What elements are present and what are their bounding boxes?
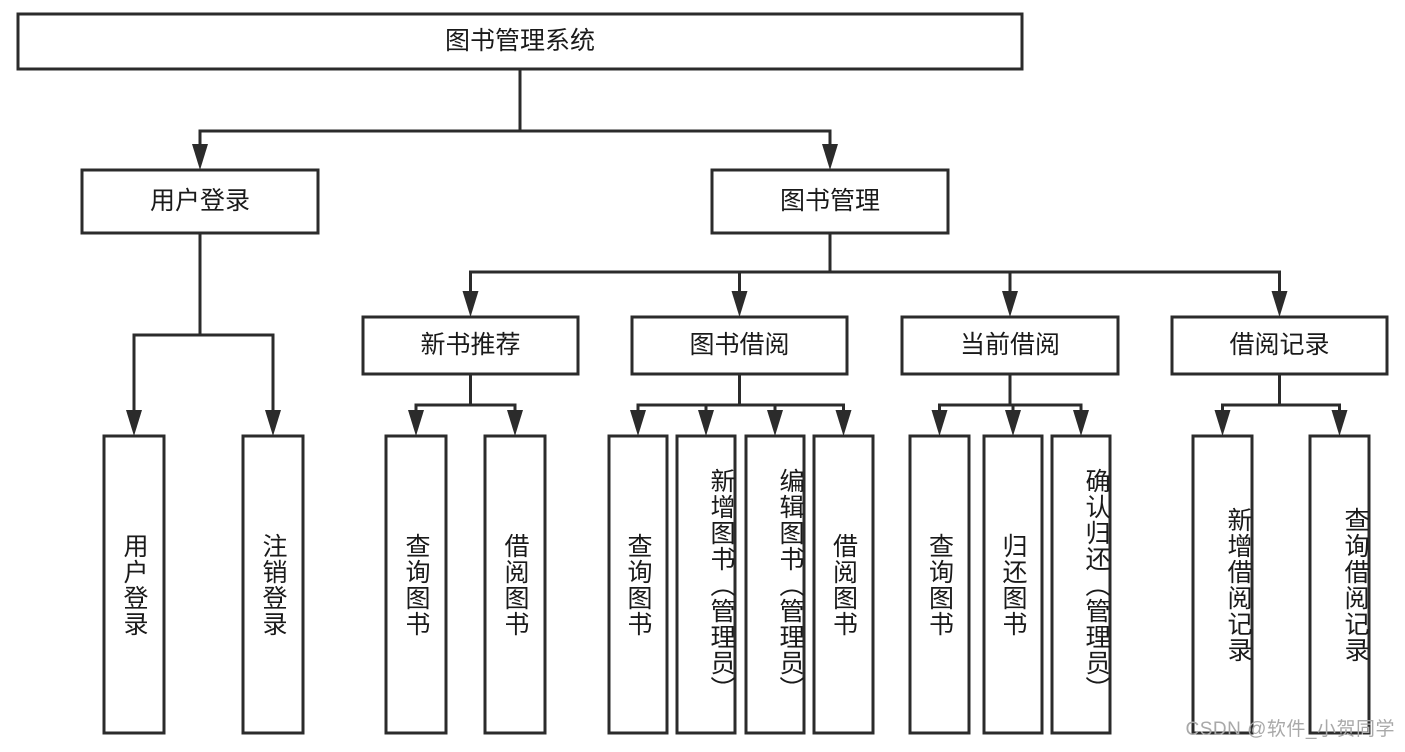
- node-box-borrow-record[interactable]: [1170, 315, 1389, 376]
- node-root[interactable]: 图书管理系统: [16, 12, 1024, 71]
- edge-arrowhead: [822, 144, 838, 170]
- edge-group-book-borrow: [630, 372, 852, 436]
- node-label-book-borrow: 图书借阅: [689, 331, 789, 359]
- edge-arrowhead: [931, 410, 948, 436]
- node-book-borrow[interactable]: 图书借阅: [630, 315, 849, 376]
- node-new-book-rec[interactable]: 新书推荐: [361, 315, 580, 376]
- node-leaf-confirm-return[interactable]: [1050, 434, 1112, 735]
- node-leaf-add-book[interactable]: [675, 434, 737, 735]
- node-box-leaf-edit-book[interactable]: [744, 434, 806, 735]
- edge-group-borrow-record: [1214, 372, 1348, 436]
- node-leaf-user-logout[interactable]: [241, 434, 305, 735]
- node-leaf-return-book[interactable]: [982, 434, 1044, 735]
- node-label-root: 图书管理系统: [445, 27, 595, 55]
- node-box-leaf-add-book[interactable]: [675, 434, 737, 735]
- node-box-leaf-confirm-return[interactable]: [1050, 434, 1112, 735]
- node-label-new-book-rec: 新书推荐: [420, 331, 520, 359]
- node-box-leaf-query-record[interactable]: [1308, 434, 1371, 735]
- node-leaf-query-record[interactable]: [1308, 434, 1371, 735]
- edge-arrowhead: [408, 410, 424, 436]
- node-box-leaf-query-book-borrow[interactable]: [607, 434, 669, 735]
- edge-arrowhead: [1271, 291, 1288, 317]
- edge-arrowhead: [835, 410, 852, 436]
- edge-arrowhead: [767, 410, 783, 436]
- edge-group-user-login: [126, 231, 281, 436]
- edge-arrowhead: [462, 291, 479, 317]
- watermark-text: CSDN @软件_小贺同学: [1185, 719, 1395, 740]
- edge-arrowhead: [265, 410, 281, 436]
- node-box-leaf-borrow-book-rec[interactable]: [483, 434, 547, 735]
- node-box-current-borrow[interactable]: [900, 315, 1120, 376]
- node-leaf-query-book-borrow[interactable]: [607, 434, 669, 735]
- node-user-login[interactable]: 用户登录: [80, 168, 320, 235]
- edge-group-current-borrow: [931, 372, 1089, 436]
- edge-group-root: [192, 67, 838, 170]
- node-box-user-login[interactable]: [80, 168, 320, 235]
- node-leaf-query-book-rec[interactable]: [384, 434, 448, 735]
- edges-layer: [126, 67, 1348, 436]
- node-leaf-user-login[interactable]: [102, 434, 166, 735]
- edge-group-book-manage: [462, 231, 1288, 317]
- node-box-leaf-add-record[interactable]: [1191, 434, 1254, 735]
- node-box-root[interactable]: [16, 12, 1024, 71]
- node-leaf-query-book-current[interactable]: [908, 434, 971, 735]
- node-current-borrow[interactable]: 当前借阅: [900, 315, 1120, 376]
- node-box-book-manage[interactable]: [710, 168, 950, 235]
- node-label-current-borrow: 当前借阅: [960, 331, 1060, 359]
- node-leaf-add-record[interactable]: [1191, 434, 1254, 735]
- node-box-leaf-borrow-book[interactable]: [812, 434, 875, 735]
- node-leaf-edit-book[interactable]: [744, 434, 806, 735]
- node-box-leaf-return-book[interactable]: [982, 434, 1044, 735]
- edge-group-new-book-rec: [408, 372, 523, 436]
- node-label-user-login: 用户登录: [150, 187, 250, 215]
- edge-arrowhead: [731, 291, 748, 317]
- edge-arrowhead: [126, 410, 142, 436]
- edge-arrowhead: [1073, 410, 1089, 436]
- edge-arrowhead: [1331, 410, 1348, 436]
- edge-arrowhead: [1005, 410, 1021, 436]
- node-book-manage[interactable]: 图书管理: [710, 168, 950, 235]
- node-label-borrow-record: 借阅记录: [1229, 331, 1329, 359]
- node-leaf-borrow-book-rec[interactable]: [483, 434, 547, 735]
- edge-arrowhead: [630, 410, 646, 436]
- edge-arrowhead: [1214, 410, 1231, 436]
- node-borrow-record[interactable]: 借阅记录: [1170, 315, 1389, 376]
- node-label-book-manage: 图书管理: [780, 187, 880, 215]
- edge-arrowhead: [507, 410, 523, 436]
- node-box-leaf-query-book-current[interactable]: [908, 434, 971, 735]
- node-leaf-borrow-book[interactable]: [812, 434, 875, 735]
- edge-arrowhead: [698, 410, 714, 436]
- node-box-leaf-user-logout[interactable]: [241, 434, 305, 735]
- edge-arrowhead: [1002, 291, 1018, 317]
- node-box-book-borrow[interactable]: [630, 315, 849, 376]
- node-box-new-book-rec[interactable]: [361, 315, 580, 376]
- node-box-leaf-query-book-rec[interactable]: [384, 434, 448, 735]
- node-box-leaf-user-login[interactable]: [102, 434, 166, 735]
- edge-arrowhead: [192, 144, 208, 170]
